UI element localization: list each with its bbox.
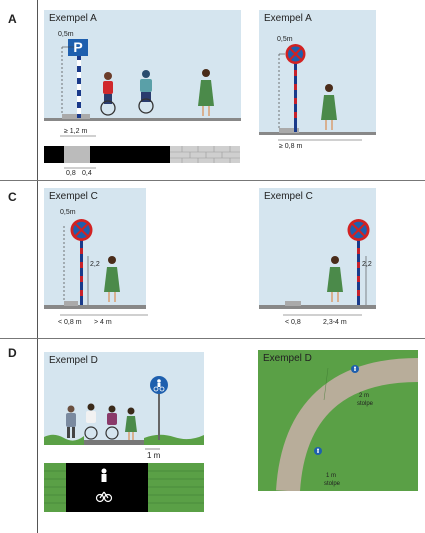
left-divider — [37, 0, 38, 533]
panel-d1: Exempel D — [44, 352, 204, 445]
panel-c1-illustration — [44, 219, 146, 309]
panel-title: Exempel D — [49, 355, 98, 366]
panel-a2-illustration — [259, 44, 376, 135]
c2-dim-right: 2,3-4 m — [323, 319, 347, 326]
panel-c1: Exempel C 0,5m 2,2 — [44, 188, 146, 309]
panel-c2: Exempel C 2,2 — [259, 188, 376, 309]
panel-d2: Exempel D 2 m stolpe 1 m stolpe — [258, 350, 418, 491]
panel-title: Exempel C — [49, 191, 98, 202]
panel-c2-illustration — [259, 219, 376, 309]
dim-top: 0,5m — [58, 31, 74, 38]
panel-a1-illustration — [44, 39, 241, 121]
c2-dim-left: < 0,8 — [285, 319, 301, 326]
parking-sign-letter: P — [73, 39, 83, 55]
d2-label-top-2: stolpe — [357, 401, 374, 407]
d2-label-top-1: 2 m — [359, 393, 370, 399]
dim-top: 0,5m — [277, 36, 293, 43]
a2-dim-ge: ≥ 0,8 m — [279, 143, 303, 150]
panel-a1: Exempel A P 0,5m — [44, 10, 241, 121]
panel-title: Exempel D — [263, 353, 312, 364]
d1-dim: 1 m — [147, 451, 161, 460]
panel-d1-illustration — [44, 376, 204, 445]
panel-title: Exempel C — [264, 191, 313, 202]
row-label-d: D — [8, 346, 17, 360]
a1-strip-right: 0,4 — [82, 170, 92, 177]
row-separator-a-c — [0, 180, 425, 181]
c1-dim-right: > 4 m — [94, 319, 112, 326]
d2-label-bottom-2: stolpe — [324, 481, 341, 487]
row-label-a: A — [8, 12, 17, 26]
panel-d2-illustration — [276, 358, 418, 491]
dim-height: 2,2 — [90, 261, 100, 268]
dim-top: 0,5m — [60, 209, 76, 216]
panel-title: Exempel A — [49, 13, 97, 24]
panel-title: Exempel A — [264, 13, 312, 24]
row-label-c: C — [8, 190, 17, 204]
dim-height: 2,2 — [362, 261, 372, 268]
a1-dim-ge: ≥ 1,2 m — [64, 128, 88, 135]
panel-a2: Exempel A 0,5m — [259, 10, 376, 135]
c1-dim-left: < 0,8 m — [58, 319, 82, 326]
a1-strip-left: 0,8 — [66, 170, 76, 177]
row-separator-c-d — [0, 338, 425, 339]
d2-label-bottom-1: 1 m — [326, 473, 337, 479]
